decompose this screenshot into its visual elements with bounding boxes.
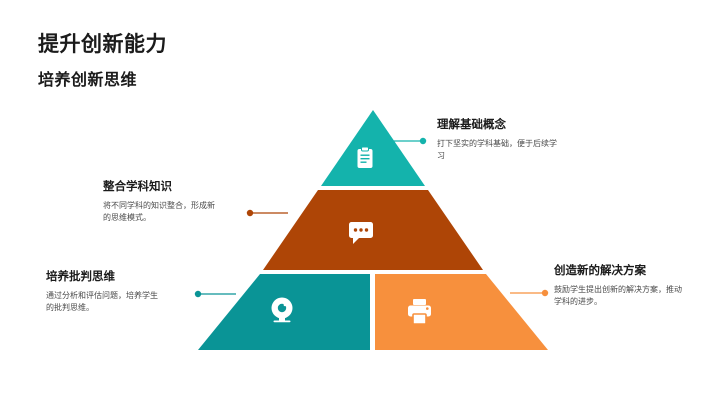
label-tier-1-title: 理解基础概念 <box>437 119 506 131</box>
pyramid-tier-2-shape[interactable] <box>263 190 483 270</box>
connector-tier-3-right <box>510 289 549 297</box>
label-tier-2-body: 将不同学科的知识整合，形成新的思维模式。 <box>103 201 215 223</box>
label-tier-1-body: 打下坚实的学科基础，便于后续学习 <box>437 139 557 161</box>
label-tier-3-right-body: 鼓励学生提出创新的解决方案，推动学科的进步。 <box>554 285 682 307</box>
connector-dot-tier-3-left <box>194 290 202 298</box>
connector-dot-tier-2 <box>246 209 254 217</box>
page-subtitle: 培养创新思维 <box>38 72 138 89</box>
label-tier-3-left[interactable]: 培养批判思维 通过分析和评估问题，培养学生的批判思维。 <box>46 268 164 315</box>
connector-tier-3-left <box>194 290 236 298</box>
label-tier-2-title: 整合学科知识 <box>103 181 172 193</box>
label-tier-1[interactable]: 理解基础概念 打下坚实的学科基础，便于后续学习 <box>437 116 563 163</box>
connector-tier-2 <box>246 209 288 217</box>
pyramid-tier-3-left-shape[interactable] <box>198 274 370 350</box>
chat-bubble-icon <box>349 222 373 244</box>
label-tier-3-right[interactable]: 创造新的解决方案 鼓励学生提出创新的解决方案，推动学科的进步。 <box>554 262 686 309</box>
label-tier-3-right-title: 创造新的解决方案 <box>554 265 646 277</box>
label-tier-3-left-title: 培养批判思维 <box>46 271 115 283</box>
webcam-icon <box>271 297 293 323</box>
printer-icon <box>408 299 431 325</box>
connector-tier-1 <box>389 137 427 145</box>
pyramid-tier-1-shape[interactable] <box>321 110 425 186</box>
connector-dot-tier-1 <box>419 137 427 145</box>
label-tier-2[interactable]: 整合学科知识 将不同学科的知识整合，形成新的思维模式。 <box>103 178 215 225</box>
pyramid-tier-3-right-shape[interactable] <box>375 274 548 350</box>
label-tier-3-left-body: 通过分析和评估问题，培养学生的批判思维。 <box>46 291 158 313</box>
connector-dot-tier-3-right <box>541 289 549 297</box>
page-title: 提升创新能力 <box>38 33 167 56</box>
clipboard-icon <box>357 146 373 168</box>
